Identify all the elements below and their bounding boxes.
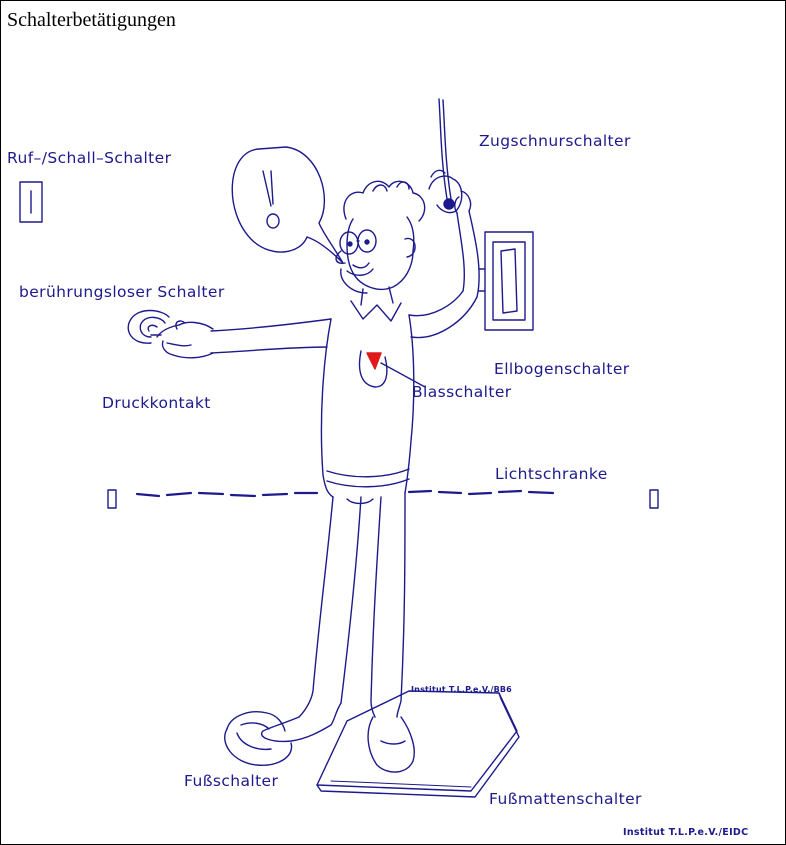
speech-bubble xyxy=(232,147,343,263)
touchless-switch xyxy=(128,311,169,344)
label-push-contact: Druckkontakt xyxy=(102,394,211,412)
mat-credit-text: Institut T.L.P.e.V./BB6 xyxy=(411,685,512,694)
label-elbow-switch: Ellbogenschalter xyxy=(494,360,630,378)
label-call-switch: Ruf–/Schall–Schalter xyxy=(7,149,171,167)
person-figure xyxy=(151,181,479,772)
label-light-barrier: Lichtschranke xyxy=(495,465,608,483)
elbow-switch-plate xyxy=(479,232,533,330)
institute-credit: Institut T.L.P.e.V./EIDC xyxy=(623,827,748,838)
light-beam xyxy=(137,491,553,496)
pull-cord-switch xyxy=(429,99,462,213)
foot-switch-pedal xyxy=(225,712,292,765)
label-touchless-switch: berührungsloser Schalter xyxy=(19,283,225,301)
call-switch-box xyxy=(20,182,42,222)
label-pull-cord-switch: Zugschnurschalter xyxy=(479,132,631,150)
label-foot-mat-switch: Fußmattenschalter xyxy=(489,790,642,808)
label-blow-switch: Blasschalter xyxy=(412,383,512,401)
label-foot-switch: Fußschalter xyxy=(184,772,278,790)
foot-mat xyxy=(317,691,519,797)
